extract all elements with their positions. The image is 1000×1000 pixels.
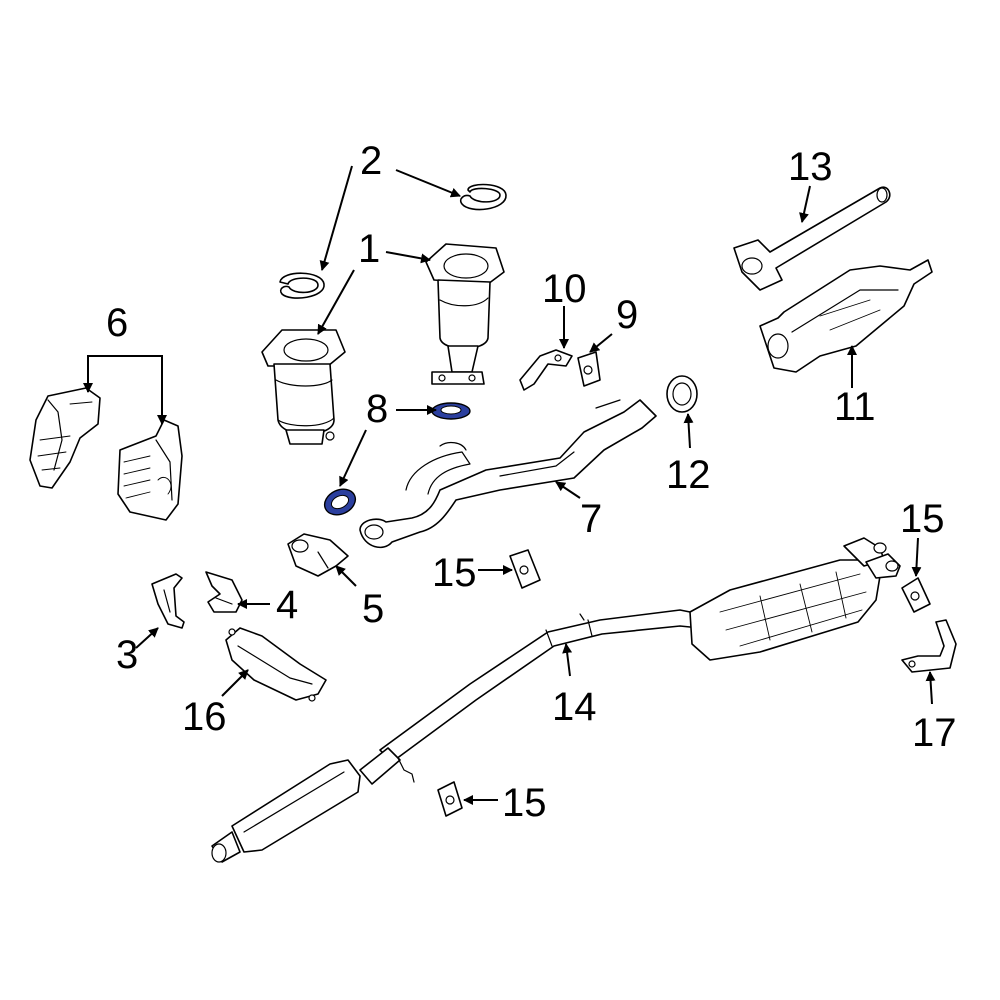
- snap-ring-upper[interactable]: [459, 183, 507, 211]
- callout-15-right: 15: [900, 497, 945, 541]
- callout-7: 7: [580, 497, 602, 541]
- gasket-upper[interactable]: [431, 402, 471, 420]
- callout-13: 13: [788, 145, 833, 189]
- bracket-3[interactable]: [151, 573, 185, 629]
- callout-15-center: 15: [432, 551, 477, 595]
- hanger-insulator-9[interactable]: [577, 351, 601, 387]
- callout-17: 17: [912, 711, 957, 755]
- intermediate-pipe[interactable]: [733, 186, 891, 291]
- rear-catalytic-converter[interactable]: [759, 259, 933, 373]
- catalytic-converter-right[interactable]: [425, 243, 505, 385]
- callout-11: 11: [834, 385, 876, 429]
- callout-15-bottom: 15: [502, 781, 547, 825]
- callout-8: 8: [366, 387, 388, 431]
- heat-shield-right[interactable]: [117, 419, 183, 521]
- callout-3: 3: [116, 633, 138, 677]
- support-bracket[interactable]: [225, 627, 327, 702]
- callout-labels: 1 2 3 4 5 6 7 8 9 10 11 12 13 14 15 15 1…: [106, 139, 957, 825]
- heat-shield-left[interactable]: [29, 387, 101, 489]
- callout-2: 2: [360, 139, 382, 183]
- callout-16: 16: [182, 695, 227, 739]
- hanger-bracket-10[interactable]: [519, 349, 573, 391]
- callout-5: 5: [362, 587, 384, 631]
- hanger-insulator-15b[interactable]: [901, 577, 931, 613]
- callout-9: 9: [616, 293, 638, 337]
- front-y-pipe[interactable]: [359, 399, 657, 549]
- rear-hanger-bracket[interactable]: [901, 619, 957, 673]
- hanger-insulator-15a[interactable]: [509, 549, 541, 589]
- leader-lines: [83, 165, 936, 805]
- callout-14: 14: [552, 685, 597, 729]
- callout-1: 1: [358, 227, 380, 271]
- callout-10: 10: [542, 267, 587, 311]
- callout-12: 12: [666, 453, 711, 497]
- gasket-ring[interactable]: [666, 375, 698, 413]
- callout-4: 4: [276, 583, 298, 627]
- gasket-lower[interactable]: [320, 484, 359, 519]
- bracket-4[interactable]: [205, 571, 243, 613]
- callout-6: 6: [106, 301, 128, 345]
- snap-ring-lower[interactable]: [279, 272, 325, 299]
- insulator-bracket[interactable]: [287, 533, 349, 577]
- rear-exhaust-assembly[interactable]: [211, 537, 901, 863]
- hanger-insulator-15c[interactable]: [437, 781, 463, 817]
- catalytic-converter-left[interactable]: [261, 329, 346, 445]
